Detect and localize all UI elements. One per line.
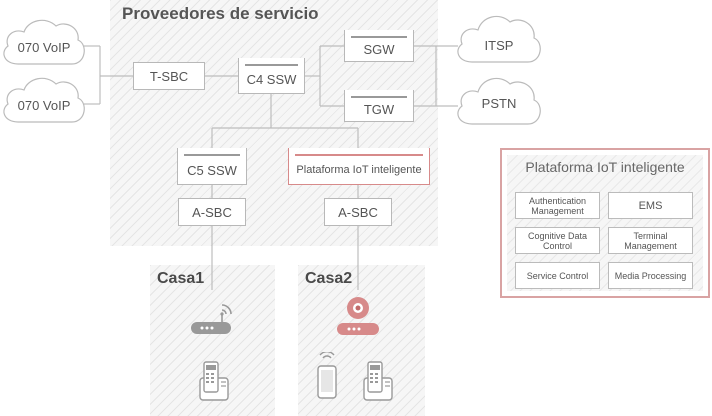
node-c5ssw: C5 SSW [177,148,247,185]
cell-authentication-management: Authentication Management [515,192,600,219]
casa1-label: Casa1 [157,270,205,287]
cloud-itsp: ITSP [457,15,541,63]
node-asbc-1: A-SBC [178,198,246,226]
provider-title: Proveedores de servicio [122,4,319,23]
cell-media-processing: Media Processing [608,262,693,289]
cell-cognitive-data-control: Cognitive Data Control [515,227,600,254]
iot-platform-panel-title: Plataforma IoT inteligente [525,159,685,175]
wifi-router-icon [191,304,232,334]
desk-phone-icon [199,361,229,401]
node-sgw-label: SGW [363,42,395,57]
node-iot-platform-label: Plataforma IoT inteligente [296,164,422,176]
node-asbc-1-label: A-SBC [192,204,232,220]
ip-camera-icon [337,297,379,335]
node-tsbc: T-SBC [133,62,205,90]
casa2-label: Casa2 [305,270,353,287]
cloud-itsp-label: ITSP [485,38,514,53]
node-tgw: TGW [344,90,414,122]
cloud-pstn: PSTN [457,77,541,125]
cell-service-control: Service Control [515,262,600,289]
node-c5ssw-label: C5 SSW [187,162,237,178]
node-asbc-2: A-SBC [324,198,392,226]
cloud-voip-1-label: 070 VoIP [18,40,71,55]
node-c4ssw: C4 SSW [238,58,305,94]
desk-phone-icon-2 [363,361,393,401]
casa1-area [150,265,275,416]
node-tgw-label: TGW [363,102,395,117]
node-tsbc-label: T-SBC [149,68,189,84]
node-c4ssw-label: C4 SSW [246,72,297,87]
iot-platform-panel: Plataforma IoT inteligente Authenticatio… [500,148,710,298]
cloud-voip-2: 070 VoIP [3,77,85,123]
cell-terminal-management: Terminal Management [608,227,693,254]
cloud-voip-2-label: 070 VoIP [18,98,71,113]
cell-ems: EMS [608,192,693,219]
cloud-pstn-label: PSTN [482,96,517,111]
node-asbc-2-label: A-SBC [338,204,378,220]
node-sgw: SGW [344,30,414,62]
cloud-voip-1: 070 VoIP [3,19,85,65]
smartphone-icon [317,352,337,399]
node-iot-platform: Plataforma IoT inteligente [288,148,430,185]
